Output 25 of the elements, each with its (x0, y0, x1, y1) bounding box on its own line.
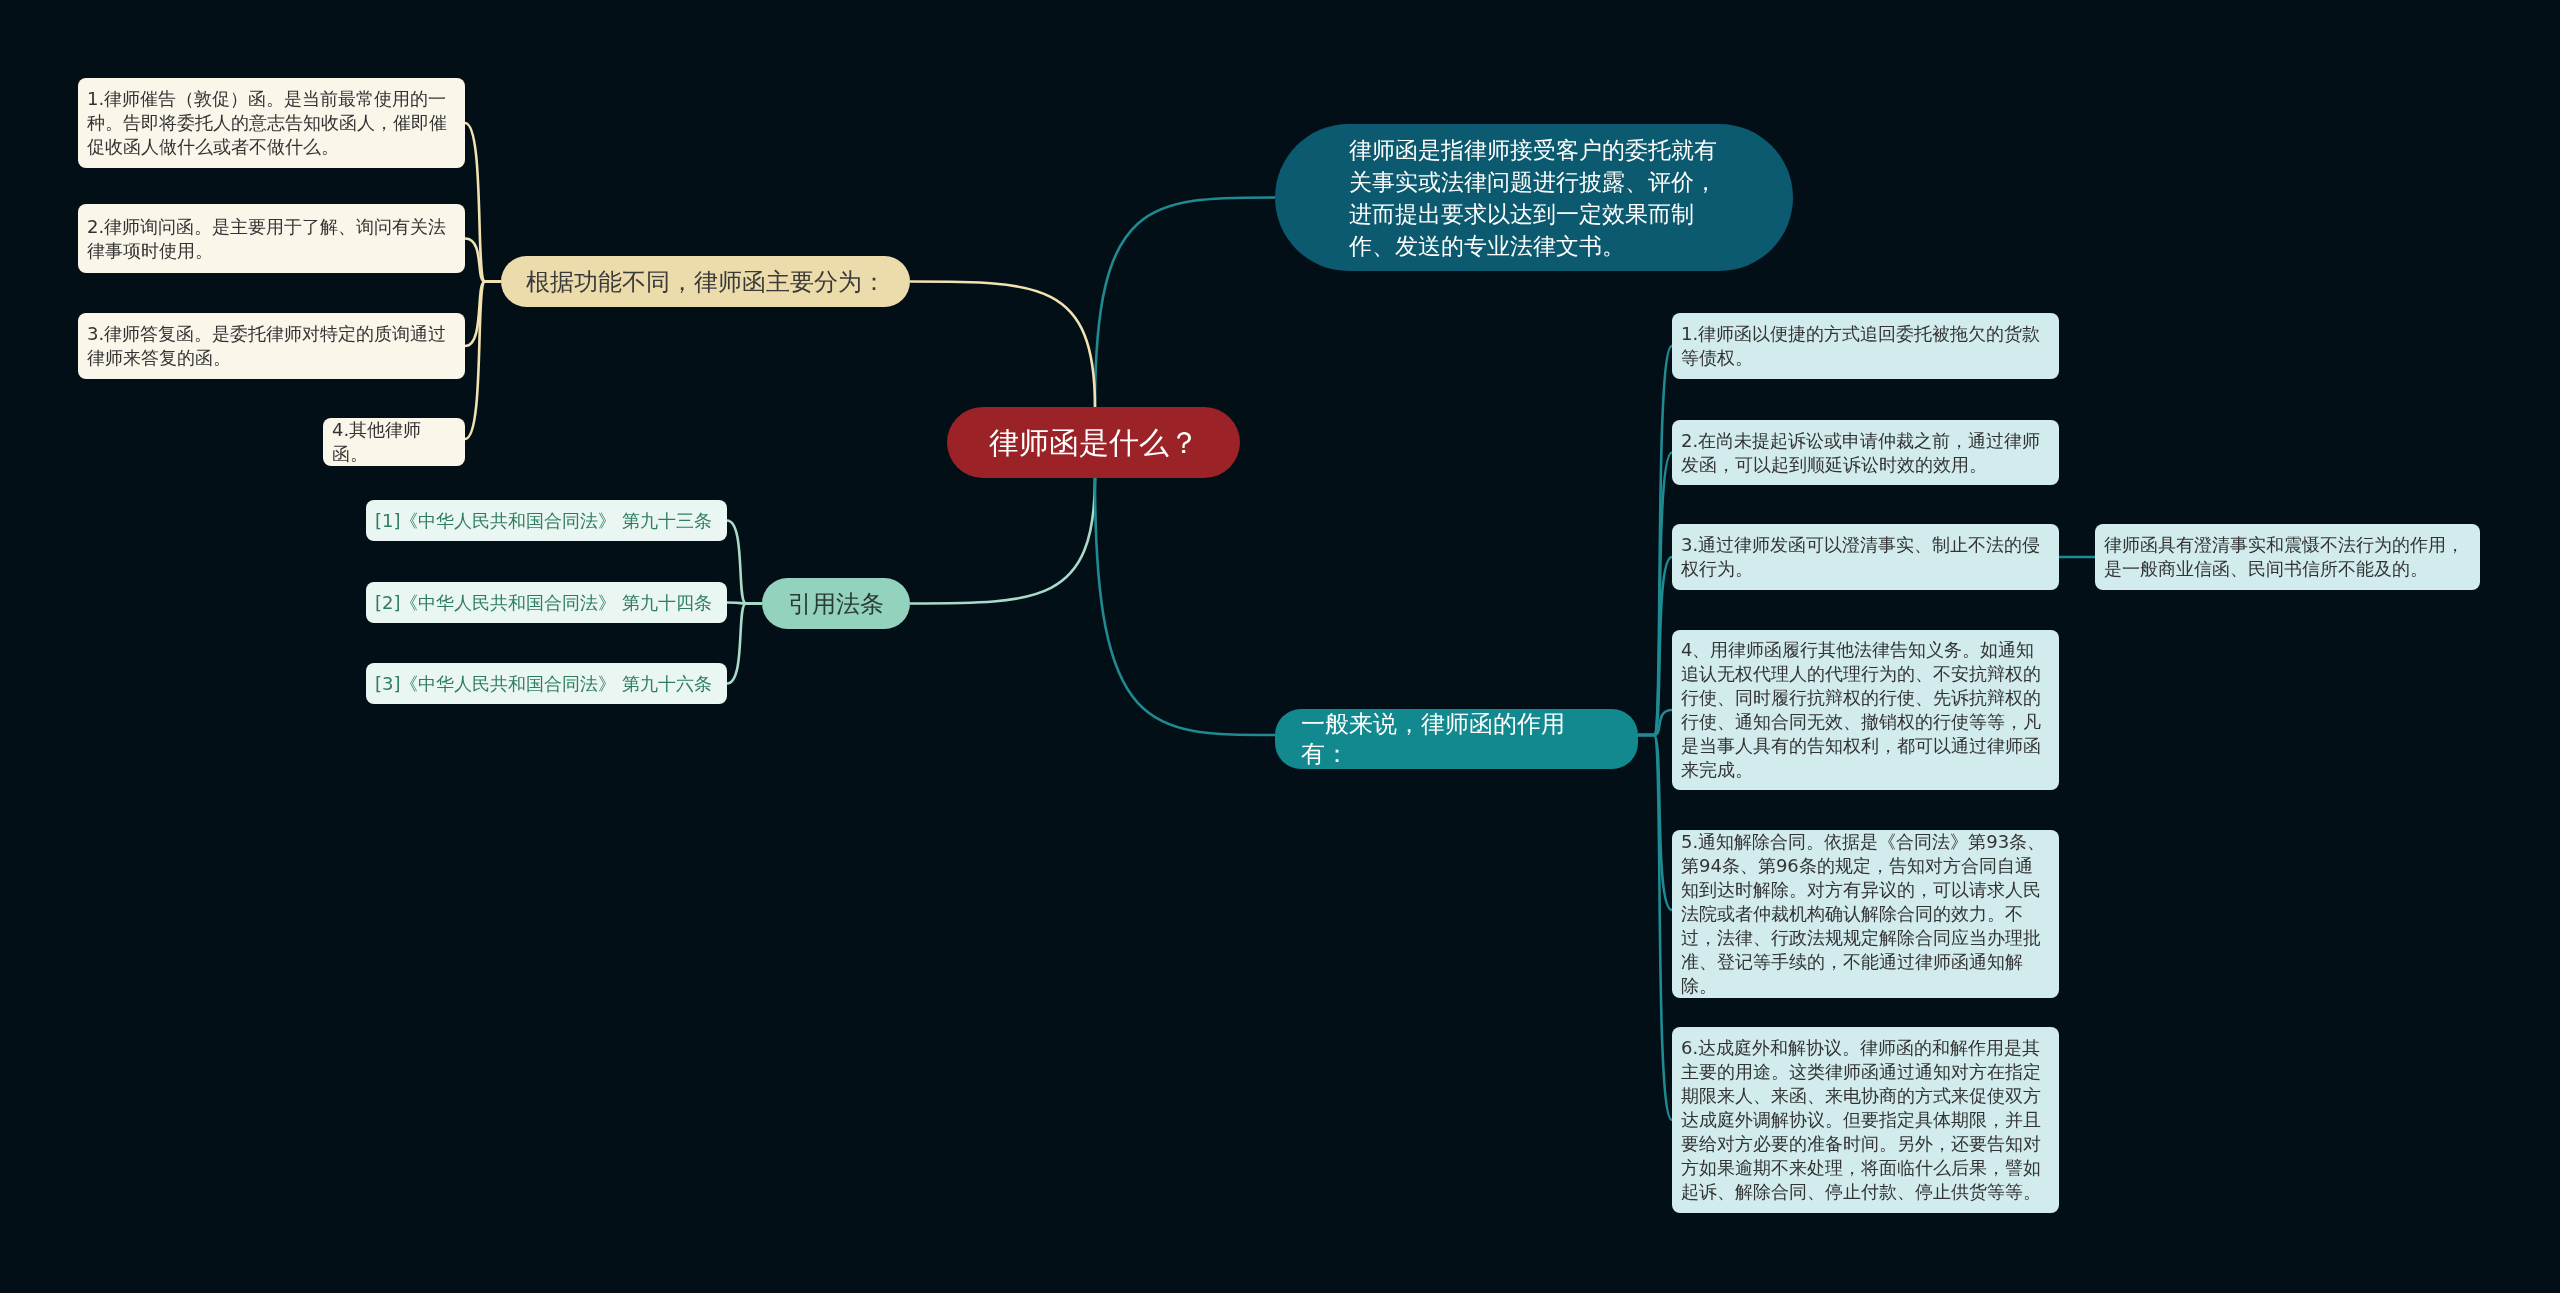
connector-line (2059, 555, 2095, 559)
subtopic-box: 6.达成庭外和解协议。律师函的和解作用是其主要的用途。这类律师函通过通知对方在指定期限来人、来函、来电协商的方式来促使双方达成庭外调解协议。但要指定具体期限，并且要给对方必要的准备时间。另外，还要告知对方如果逾期不来处理，将面临什么后果，譬如起诉、解除合同、停止付款、停止供货等等。 (1672, 1027, 2059, 1213)
root-topic: 律师函是什么？ (947, 407, 1240, 478)
subtopic-box: 3.律师答复函。是委托律师对特定的质询通过律师来答复的函。 (78, 313, 465, 379)
connector-line (726, 602, 762, 685)
branch-topic: 根据功能不同，律师函主要分为： (501, 256, 910, 307)
subtopic-box: 4.其他律师函。 (323, 418, 465, 466)
connector-line (1638, 733, 1674, 1121)
connector-line (1093, 477, 1275, 737)
subtopic-box: 2.在尚未提起诉讼或申请仲裁之前，通过律师发函，可以起到顺延诉讼时效的效用。 (1672, 420, 2059, 485)
branch-topic: 一般来说，律师函的作用有： (1275, 709, 1638, 769)
subtopic-box: 5.通知解除合同。依据是《合同法》第93条、第94条、第96条的规定，告知对方合同自通知到达时解除。对方有异议的，可以请求人民法院或者仲裁机构确认解除合同的效力。不过，法律、行政法规规定解除合同应当办理批准、登记等手续的，不能通过律师函通知解除。 (1672, 830, 2059, 998)
subtopic-box: 3.通过律师发函可以澄清事实、制止不法的侵权行为。 (1672, 524, 2059, 590)
topic-bubble: 律师函是指律师接受客户的委托就有关事实或法律问题进行披露、评价，进而提出要求以达到一定效果而制作、发送的专业法律文书。 (1275, 124, 1793, 271)
branch-topic: 引用法条 (762, 578, 910, 629)
connector-line (910, 280, 1097, 408)
reference-box: [1]《中华人民共和国合同法》 第九十三条 (366, 500, 727, 541)
subtopic-box: 4、用律师函履行其他法律告知义务。如通知追认无权代理人的代理行为的、不安抗辩权的行使、同时履行抗辩权的行使、先诉抗辩权的行使、通知合同无效、撤销权的行使等等，凡是当事人具有的告知权利，都可以通过律师函来完成。 (1672, 630, 2059, 790)
reference-box: [2]《中华人民共和国合同法》 第九十四条 (366, 582, 727, 623)
connector-line (464, 280, 501, 441)
subtopic-box: 2.律师询问函。是主要用于了解、询问有关法律事项时使用。 (78, 204, 465, 273)
subtopic-box: 1.律师函以便捷的方式追回委托被拖欠的货款等债权。 (1672, 313, 2059, 379)
subtopic-box: 律师函具有澄清事实和震慑不法行为的作用，是一般商业信函、民间书信所不能及的。 (2095, 524, 2480, 590)
subtopic-box: 1.律师催告（敦促）函。是当前最常使用的一种。告即将委托人的意志告知收函人，催即催促收函人做什么或者不做什么。 (78, 78, 465, 168)
reference-box: [3]《中华人民共和国合同法》 第九十六条 (366, 663, 727, 704)
